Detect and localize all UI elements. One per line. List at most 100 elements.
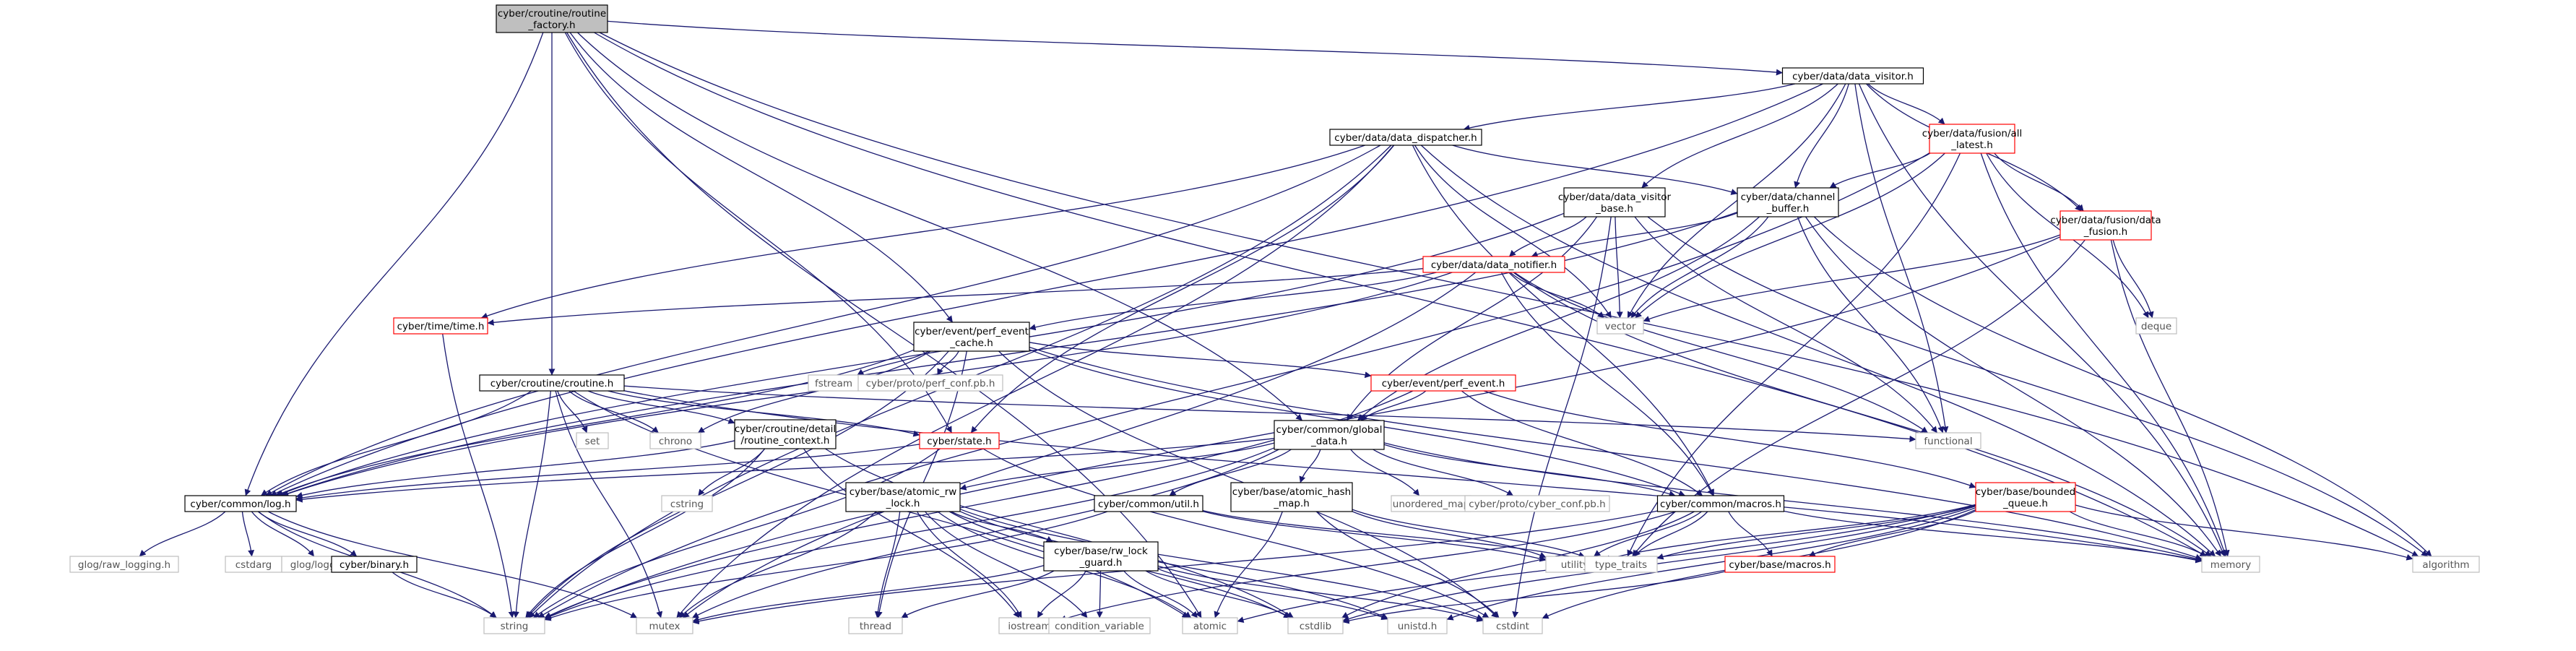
node-algorithm[interactable]: algorithm xyxy=(2412,556,2480,573)
node-cyber-data-data-notifier-h[interactable]: cyber/data/data_notifier.h xyxy=(1422,256,1565,273)
node-cyber-common-macros-h[interactable]: cyber/common/macros.h xyxy=(1656,495,1785,512)
node-cyber-binary-h[interactable]: cyber/binary.h xyxy=(331,556,418,573)
node-functional[interactable]: functional xyxy=(1915,432,1981,449)
edge-cr-to-functional xyxy=(623,385,1916,442)
node-cyber-base-atomic-hash-map-h[interactable]: cyber/base/atomic_hash_map.h xyxy=(1230,482,1353,512)
edge-pe-to-mac xyxy=(1461,390,1703,496)
node-box xyxy=(2201,556,2260,573)
node-cyber-croutine-routine-factory-h[interactable]: cyber/croutine/routine_factory.h xyxy=(496,4,608,33)
edge-cb-to-vector xyxy=(1630,216,1769,319)
node-box xyxy=(479,374,625,392)
edge-mac-to-iostream xyxy=(1059,511,1676,622)
node-cyber-time-time-h[interactable]: cyber/time/time.h xyxy=(393,317,488,335)
node-cyber-state-h[interactable]: cyber/state.h xyxy=(919,432,1000,449)
node-vector[interactable]: vector xyxy=(1596,317,1644,335)
node-cyber-proto-perf-conf-pb-h[interactable]: cyber/proto/perf_conf.pb.h xyxy=(857,374,1003,392)
node-box xyxy=(69,556,179,573)
edge-arw-to-unistd xyxy=(959,511,1388,619)
node-label: _cache.h xyxy=(949,337,993,349)
edge-rwg-to-cstdint xyxy=(1157,565,1484,622)
node-string[interactable]: string xyxy=(483,617,545,634)
node-label: cstdint xyxy=(1496,621,1529,632)
node-condition-variable[interactable]: condition_variable xyxy=(1048,617,1151,634)
node-memory[interactable]: memory xyxy=(2201,556,2260,573)
edge-rf-to-pec xyxy=(569,32,954,323)
node-cyber-data-channel-buffer-h[interactable]: cyber/data/channel_buffer.h xyxy=(1737,187,1839,217)
node-cyber-base-macros-h[interactable]: cyber/base/macros.h xyxy=(1724,556,1836,573)
edge-st-to-cstdint xyxy=(982,448,1490,618)
edge-dv-to-dd xyxy=(1463,83,1796,132)
node-box xyxy=(2135,317,2177,335)
edge-fal-to-typetraits xyxy=(1627,152,1961,557)
node-deque[interactable]: deque xyxy=(2135,317,2177,335)
edge-bq-to-memory xyxy=(2069,511,2207,557)
edge-rf-to-log xyxy=(244,32,544,496)
node-chrono[interactable]: chrono xyxy=(649,432,701,449)
edge-fdf-to-memory xyxy=(2110,239,2230,557)
node-type-traits[interactable]: type_traits xyxy=(1584,556,1658,573)
node-cyber-data-fusion-data-fusion-h[interactable]: cyber/data/fusion/data_fusion.h xyxy=(2050,210,2161,241)
node-box xyxy=(1370,374,1516,392)
edge-dn-to-tt xyxy=(487,268,1424,326)
node-fstream[interactable]: fstream xyxy=(808,374,860,392)
node-cyber-data-data-visitor-h[interactable]: cyber/data/data_visitor.h xyxy=(1781,67,1924,85)
node-unordered-map[interactable]: unordered_map xyxy=(1391,495,1471,512)
node-box xyxy=(636,617,693,634)
node-cstdlib[interactable]: cstdlib xyxy=(1287,617,1344,634)
edge-dv-to-functional xyxy=(1854,83,1949,434)
edge-mac-to-mutex xyxy=(692,510,1658,625)
node-label: cyber/base/atomic_rw xyxy=(850,486,957,498)
node-cyber-event-perf-event-h[interactable]: cyber/event/perf_event.h xyxy=(1370,374,1516,392)
node-cyber-proto-cyber-conf-pb-h[interactable]: cyber/proto/cyber_conf.pb.h xyxy=(1464,495,1610,512)
edge-dn-to-pec xyxy=(1029,272,1437,331)
node-label: _lock.h xyxy=(886,498,920,509)
node-box xyxy=(857,374,1003,392)
node-cyber-base-rw-lock-guard-h[interactable]: cyber/base/rw_lock_guard.h xyxy=(1043,541,1159,572)
node-cstdint[interactable]: cstdint xyxy=(1482,617,1543,634)
edge-gd-to-ahm xyxy=(1299,449,1321,483)
node-mutex[interactable]: mutex xyxy=(636,617,693,634)
node-cyber-event-perf-event-cache-h[interactable]: cyber/event/perf_event_cache.h xyxy=(913,322,1030,352)
node-box xyxy=(1737,187,1839,217)
node-cyber-data-fusion-all-latest-h[interactable]: cyber/data/fusion/all_latest.h xyxy=(1922,124,2023,154)
node-cyber-data-data-dispatcher-h[interactable]: cyber/data/data_dispatcher.h xyxy=(1329,129,1482,146)
node-box xyxy=(331,556,418,573)
node-cstdarg[interactable]: cstdarg xyxy=(225,556,282,573)
node-cyber-common-global-data-h[interactable]: cyber/common/global_data.h xyxy=(1274,420,1385,450)
edge-log-to-glog xyxy=(251,511,315,557)
node-label: _map.h xyxy=(1273,498,1310,509)
edge-ahm-to-atomic xyxy=(1214,511,1283,618)
edge-gd-to-util xyxy=(1169,449,1292,496)
node-glog-raw-logging-h[interactable]: glog/raw_logging.h xyxy=(69,556,179,573)
edge-cr-to-rc xyxy=(587,390,735,424)
node-cstring[interactable]: cstring xyxy=(661,495,713,512)
node-iostream[interactable]: iostream xyxy=(998,617,1060,634)
node-atomic[interactable]: atomic xyxy=(1182,617,1238,634)
node-box xyxy=(1287,617,1344,634)
node-cyber-base-bounded-queue-h[interactable]: cyber/base/bounded_queue.h xyxy=(1975,482,2076,512)
node-cyber-croutine-detail-routine-context-h[interactable]: cyber/croutine/detail/routine_context.h xyxy=(734,419,837,449)
node-box xyxy=(1915,432,1981,449)
node-set[interactable]: set xyxy=(576,432,609,449)
node-cyber-data-data-visitor-base-h[interactable]: cyber/data/data_visitor_base.h xyxy=(1558,187,1672,217)
edge-mac-to-bmac xyxy=(1728,511,1773,557)
node-cyber-croutine-croutine-h[interactable]: cyber/croutine/croutine.h xyxy=(479,374,625,392)
node-cyber-base-atomic-rw-lock-h[interactable]: cyber/base/atomic_rw_lock.h xyxy=(845,482,961,512)
node-label: _buffer.h xyxy=(1766,203,1810,215)
node-label: functional xyxy=(1924,436,1972,447)
node-label: type_traits xyxy=(1595,559,1647,571)
edge-cb-to-dn xyxy=(1531,212,1738,258)
node-thread[interactable]: thread xyxy=(848,617,903,634)
node-label: cyber/common/macros.h xyxy=(1660,499,1781,510)
node-cyber-common-util-h[interactable]: cyber/common/util.h xyxy=(1094,495,1203,512)
node-unistd-h[interactable]: unistd.h xyxy=(1387,617,1448,634)
edge-pec-to-pe xyxy=(1029,342,1372,379)
node-box xyxy=(661,495,713,512)
edge-ahm-to-utility xyxy=(1352,511,1547,559)
node-box xyxy=(184,495,297,512)
node-label: cyber/croutine/routine xyxy=(498,8,606,20)
edge-arw-to-mutex xyxy=(678,511,877,618)
node-cyber-common-log-h[interactable]: cyber/common/log.h xyxy=(184,495,297,512)
node-box xyxy=(734,419,837,449)
